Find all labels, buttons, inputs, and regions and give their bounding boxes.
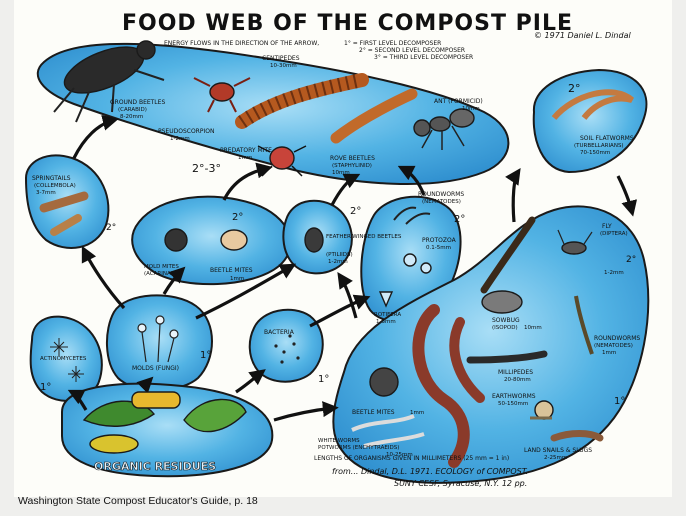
level-label-second-fly: 2° xyxy=(626,255,636,265)
footnote-source-2: SUNY CESF, Syracuse, N.Y. 12 pp. xyxy=(394,479,527,488)
label-snails: LAND SNAILS & SLUGS xyxy=(524,447,592,454)
label-ant: ANT (FORMICID) xyxy=(434,98,483,105)
sub-rove-beetles: (STAPHYLINID) xyxy=(332,163,372,169)
label-mold-mites: MOLD MITES xyxy=(144,264,179,270)
label-centipedes: CENTIPEDES xyxy=(262,55,300,62)
size-ground-beetles: 8-20mm xyxy=(120,114,143,120)
arrow-residue-invertebrates xyxy=(274,408,334,420)
level-label-second-protozoa: 2° xyxy=(454,214,465,225)
label-actinomycetes: ACTINOMYCETES xyxy=(40,356,87,362)
size-rotifera: 1-3mm xyxy=(376,319,396,325)
sub-feather-beetles: (PTILIIDS) xyxy=(326,252,353,258)
size-millipedes: 20-80mm xyxy=(504,377,531,383)
legend-third: 3° = THIRD LEVEL DECOMPOSER xyxy=(374,54,473,61)
arrow-invertebrates-feather xyxy=(340,276,356,318)
arrow-bacteria-protozoa xyxy=(310,298,366,326)
sub-sowbug: (ISOPOD) xyxy=(492,325,518,331)
size-beetle-mites-top: 1mm xyxy=(230,276,244,282)
label-ground-beetles: GROUND BEETLES xyxy=(110,99,165,106)
label-springtails: SPRINGTAILS xyxy=(32,175,71,182)
label-white-worms: WHITE WORMS xyxy=(318,438,360,444)
sub-ground-beetles: (CARABID) xyxy=(118,107,147,113)
sub-mold-mites: (ACARINA) xyxy=(144,271,173,277)
label-flatworms: SOIL FLATWORMS xyxy=(580,135,634,142)
label-predatory-mite: PREDATORY MITE xyxy=(220,147,272,154)
level-label-first-molds: 1° xyxy=(200,350,211,361)
copyright-text: © 1971 Daniel L. Dindal xyxy=(534,31,631,40)
level-label-first-bacteria: 1° xyxy=(318,374,329,385)
sub-roundworms-top: (NEMATODES) xyxy=(422,199,461,205)
arrow-blob-flatworm xyxy=(513,172,518,222)
beetle-mite-icon-bottom xyxy=(370,368,398,396)
subtitle-text: ENERGY FLOWS IN THE DIRECTION OF THE ARR… xyxy=(164,40,319,47)
blob-bacteria xyxy=(250,310,323,382)
sub-springtails: (COLLEMBOLA) xyxy=(34,183,76,189)
size-predatory-mite: 1mm xyxy=(238,155,252,161)
size-pseudoscorpion: 1-2mm xyxy=(170,136,190,142)
size-beetle-mites-bottom: 1mm xyxy=(410,410,424,416)
arrow-moldmites-up xyxy=(224,168,268,200)
level-label-second-flatworm: 2° xyxy=(568,82,581,95)
label-millipedes: MILLIPEDES xyxy=(498,369,533,376)
food-web-diagram: FOOD WEB OF THE COMPOST PILE © 1971 Dani… xyxy=(14,0,672,497)
label-feather-beetles: FEATHER-WINGED BEETLES xyxy=(326,234,402,240)
level-label-second-mites: 2° xyxy=(232,212,243,223)
label-beetle-mites-bottom: BEETLE MITES xyxy=(352,409,395,416)
size-sowbug: 10mm xyxy=(524,325,542,331)
footnote-lengths: LENGTHS OF ORGANISMS GIVEN IN MILLIMETER… xyxy=(314,455,509,462)
poster: FOOD WEB OF THE COMPOST PILE © 1971 Dani… xyxy=(14,0,672,497)
footnote-source-1: from... Dindal, D.L. 1971. ECOLOGY of CO… xyxy=(332,467,528,476)
diagram-title: FOOD WEB OF THE COMPOST PILE xyxy=(122,11,573,36)
label-protozoa: PROTOZOA xyxy=(422,237,457,244)
sub-flatworms: (TURBELLARIANS) xyxy=(574,143,624,149)
label-bacteria: BACTERIA xyxy=(264,329,295,336)
size-roundworms-bottom: 1mm xyxy=(602,350,616,356)
size-rove-beetles: 10mm xyxy=(332,170,350,176)
sub-white-worms: POTWORMS (ENCHYTRAEIDS) xyxy=(318,445,399,451)
label-molds: MOLDS (FUNGI) xyxy=(132,365,179,372)
mold-mite-icon xyxy=(165,229,187,251)
size-snails: 2-25mm xyxy=(544,455,567,461)
level-label-second-springtail: 2° xyxy=(106,223,116,233)
level-label-first-actino: 1° xyxy=(40,382,51,393)
sowbug-icon xyxy=(482,291,522,313)
size-earthworms: 50-150mm xyxy=(498,401,528,407)
label-rove-beetles: ROVE BEETLES xyxy=(330,155,375,162)
size-centipedes: 10-30mm xyxy=(270,63,297,69)
label-sowbug: SOWBUG xyxy=(492,317,520,324)
level-label-first-invertebrates: 1° xyxy=(614,396,625,407)
legend-second: 2° = SECOND LEVEL DECOMPOSER xyxy=(359,47,465,54)
arrow-molds-springtails xyxy=(84,250,124,308)
level-label-second-feather: 2° xyxy=(350,206,361,217)
sub-fly: (DIPTERA) xyxy=(600,231,628,237)
label-roundworms-top: ROUNDWORMS xyxy=(418,191,464,198)
label-fly: FLY xyxy=(602,223,612,230)
size-fly: 1-2mm xyxy=(604,270,624,276)
size-protozoa: 0.1-5mm xyxy=(426,245,451,251)
label-beetle-mites-top: BEETLE MITES xyxy=(210,267,253,274)
sub-roundworms-bottom: (NEMATODES) xyxy=(594,343,633,349)
size-ant: 10mm xyxy=(462,106,480,112)
beetle-mite-icon-top xyxy=(221,230,247,250)
label-organic-residues: ORGANIC RESIDUES xyxy=(94,460,216,473)
blob-flatworms xyxy=(534,70,647,172)
label-earthworms: EARTHWORMS xyxy=(492,393,536,400)
figure-caption: Washington State Compost Educator's Guid… xyxy=(18,495,258,507)
arrow-flatworm-fly xyxy=(618,176,632,212)
label-roundworms-bottom: ROUNDWORMS xyxy=(594,335,640,342)
size-springtails: 3-7mm xyxy=(36,190,56,196)
size-flatworms: 70-150mm xyxy=(580,150,610,156)
feather-beetle-icon xyxy=(305,228,323,252)
size-feather-beetles: 1-2mm xyxy=(328,259,348,265)
arrow-residue-bacteria xyxy=(236,372,262,392)
label-pseudoscorpion: PSEUDOSCORPION xyxy=(158,128,214,135)
legend-first: 1° = FIRST LEVEL DECOMPOSER xyxy=(344,40,441,47)
level-label-third: 2°-3° xyxy=(192,162,221,175)
label-rotifera: ROTIFERA xyxy=(374,312,401,318)
arrow-springtails-up xyxy=(74,120,114,158)
